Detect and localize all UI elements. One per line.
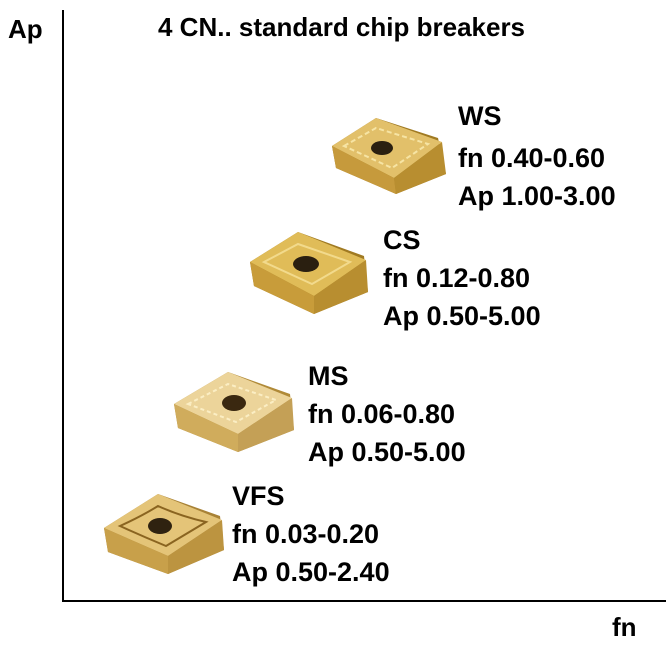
insert-ws-name: WS — [458, 101, 502, 131]
cnmg-insert-ws-icon — [332, 118, 446, 194]
x-axis-line — [62, 600, 666, 602]
insert-ws-ap-range: Ap 1.00-3.00 — [458, 181, 616, 211]
insert-vfs-ap-range: Ap 0.50-2.40 — [232, 557, 390, 587]
insert-cs-ap-range: Ap 0.50-5.00 — [383, 301, 541, 331]
insert-vfs-name: VFS — [232, 481, 285, 511]
cnmg-insert-vfs-icon — [104, 494, 224, 574]
cnmg-insert-ms-icon — [174, 372, 294, 452]
diagram-title: 4 CN.. standard chip breakers — [158, 12, 526, 42]
insert-cs-fn-range: fn 0.12-0.80 — [383, 263, 531, 293]
x-axis-label: fn — [612, 612, 637, 642]
cnmg-insert-cs-icon — [250, 232, 368, 314]
y-axis-line — [62, 10, 64, 602]
insert-ws-fn-range: fn 0.40-0.60 — [458, 143, 606, 173]
insert-ms-fn-range: fn 0.06-0.80 — [308, 399, 456, 429]
insert-cs-name: CS — [383, 225, 421, 255]
insert-vfs-fn-range: fn 0.03-0.20 — [232, 519, 380, 549]
y-axis-label: Ap — [8, 14, 43, 44]
insert-ms-name: MS — [308, 361, 349, 391]
insert-ms-ap-range: Ap 0.50-5.00 — [308, 437, 466, 467]
